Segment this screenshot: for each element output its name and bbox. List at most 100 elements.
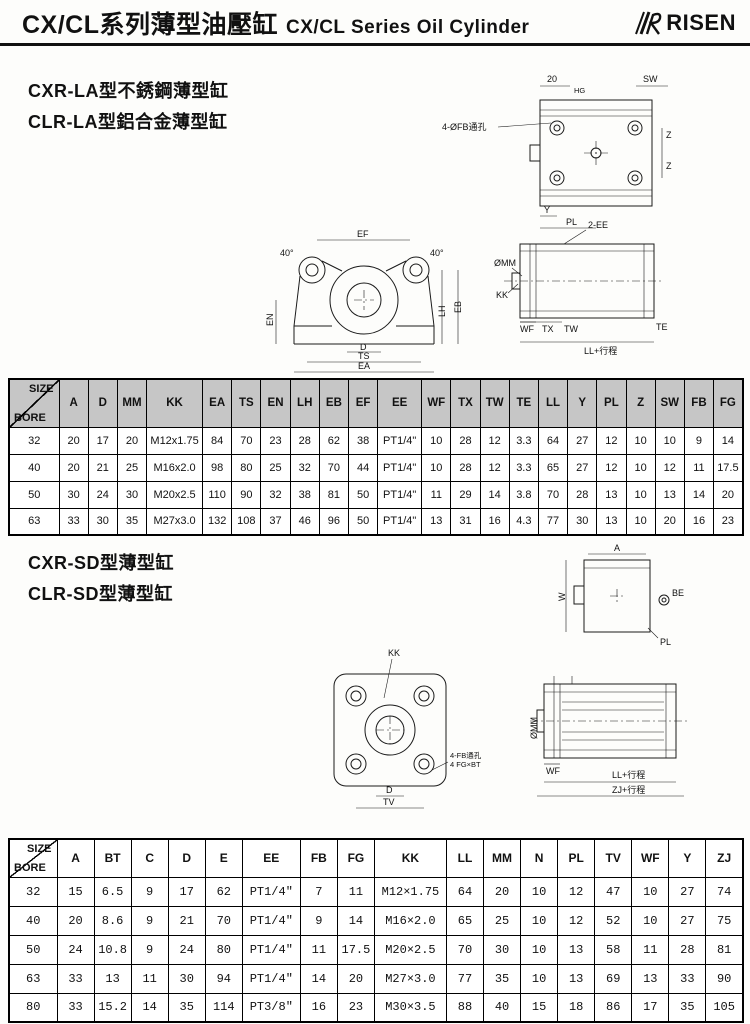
la-plan-view-drawing: 20 HG SW 4-ØFB通孔 Z Z Y PL: [442, 74, 672, 235]
column-header-wf: WF: [421, 378, 452, 428]
spec-value-cell: 28: [450, 426, 481, 455]
spec-value-cell: 3.3: [508, 453, 539, 482]
spec-value-cell: 12: [596, 426, 627, 455]
spec-value-cell: 4.3: [508, 507, 539, 536]
spec-value-cell: PT1/4": [241, 876, 301, 907]
heading-cxr-la: CXR-LA型不銹鋼薄型缸: [28, 81, 229, 101]
spec-value-cell: 21: [87, 453, 118, 482]
spec-value-cell: 70: [204, 905, 243, 936]
section-sd-heading: CXR-SD型薄型缸 CLR-SD型薄型缸: [28, 548, 174, 610]
spec-value-cell: M16×2.0: [373, 905, 447, 936]
column-header-sw: SW: [654, 378, 685, 428]
dim-label: LH: [437, 305, 447, 317]
spec-value-cell: 77: [445, 963, 485, 994]
spec-value-cell: 24: [56, 934, 95, 965]
dim-label: D: [360, 342, 367, 352]
column-header-ee: EE: [377, 378, 423, 428]
spec-value-cell: 35: [668, 992, 707, 1023]
column-header-pl: PL: [557, 838, 596, 878]
spec-value-cell: 15: [56, 876, 95, 907]
spec-value-cell: 7: [299, 876, 338, 907]
spec-value-cell: 70: [445, 934, 485, 965]
dim-label: LL+行程: [584, 345, 617, 356]
dim-label: PL: [566, 217, 577, 227]
dim-label: TV: [383, 797, 395, 807]
spec-value-cell: 23: [260, 426, 291, 455]
bore-size-cell: 50: [8, 934, 58, 965]
spec-value-cell: 13: [93, 963, 132, 994]
spec-value-cell: 13: [596, 507, 627, 536]
spec-value-cell: 77: [537, 507, 569, 536]
column-header-bt: BT: [93, 838, 132, 878]
spec-value-cell: 64: [445, 876, 485, 907]
column-header-zj: ZJ: [705, 838, 744, 878]
dim-label: ØMM: [494, 258, 516, 268]
spec-value-cell: PT1/4": [241, 963, 301, 994]
spec-value-cell: 20: [56, 905, 95, 936]
spec-value-cell: 10: [520, 934, 559, 965]
spec-value-cell: 32: [289, 453, 320, 482]
spec-value-cell: 80: [204, 934, 243, 965]
bore-size-cell: 63: [8, 507, 60, 536]
spec-value-cell: 16: [479, 507, 510, 536]
spec-value-cell: 18: [557, 992, 596, 1023]
spec-value-cell: 11: [421, 480, 452, 509]
spec-value-cell: 32: [260, 480, 291, 509]
spec-value-cell: 24: [87, 480, 118, 509]
spec-value-cell: 28: [668, 934, 707, 965]
bore-size-cell: 50: [8, 480, 60, 509]
spec-value-cell: PT1/4": [377, 453, 423, 482]
dim-label: PL: [660, 637, 671, 647]
dim-label: TW: [564, 324, 578, 334]
spec-value-cell: M12x1.75: [146, 426, 204, 455]
bore-size-cell: 80: [8, 992, 58, 1023]
bore-size-cell: 40: [8, 453, 60, 482]
column-header-tw: TW: [479, 378, 510, 428]
column-header-ef: EF: [347, 378, 379, 428]
heading-cxr-sd: CXR-SD型薄型缸: [28, 553, 175, 573]
spec-value-cell: 58: [594, 934, 633, 965]
spec-value-cell: 33: [56, 963, 95, 994]
spec-value-cell: 33: [58, 507, 89, 536]
angle-label: 40°: [280, 248, 294, 258]
column-header-mm: MM: [116, 378, 148, 428]
spec-value-cell: 62: [204, 876, 243, 907]
spec-value-cell: 46: [289, 507, 320, 536]
spec-value-cell: 10: [520, 905, 559, 936]
column-header-en: EN: [260, 378, 291, 428]
spec-value-cell: 10: [520, 876, 559, 907]
spec-value-cell: 9: [299, 905, 338, 936]
spec-value-cell: 9: [130, 876, 169, 907]
column-header-c: C: [130, 838, 169, 878]
spec-value-cell: 70: [318, 453, 350, 482]
spec-value-cell: 17.5: [713, 453, 744, 482]
column-header-ts: TS: [231, 378, 262, 428]
spec-value-cell: 10: [625, 453, 656, 482]
spec-value-cell: 17.5: [336, 934, 375, 965]
brand-logo: RISEN: [633, 10, 736, 36]
spec-value-cell: 35: [116, 507, 148, 536]
spec-value-cell: 20: [116, 426, 148, 455]
spec-value-cell: 23: [336, 992, 375, 1023]
spec-value-cell: 3.3: [508, 426, 539, 455]
section-la-heading: CXR-LA型不銹鋼薄型缸 CLR-LA型鋁合金薄型缸: [28, 76, 229, 138]
sd-front-view-drawing: KK 4-FB通孔 4 FG×BT D TV: [322, 648, 482, 818]
dim-label: TE: [656, 322, 668, 332]
column-header-z: Z: [625, 378, 656, 428]
spec-value-cell: 24: [167, 934, 206, 965]
spec-value-cell: 69: [594, 963, 633, 994]
spec-value-cell: 86: [594, 992, 633, 1023]
spec-value-cell: PT1/4": [377, 426, 423, 455]
spec-value-cell: 10.8: [93, 934, 132, 965]
dim-label: EB: [453, 301, 463, 313]
column-header-fg: FG: [336, 838, 375, 878]
spec-value-cell: 10: [421, 453, 452, 482]
spec-value-cell: 31: [450, 507, 481, 536]
spec-value-cell: 10: [625, 426, 656, 455]
column-header-fb: FB: [683, 378, 715, 428]
spec-value-cell: 28: [450, 453, 481, 482]
spec-value-cell: 65: [537, 453, 569, 482]
